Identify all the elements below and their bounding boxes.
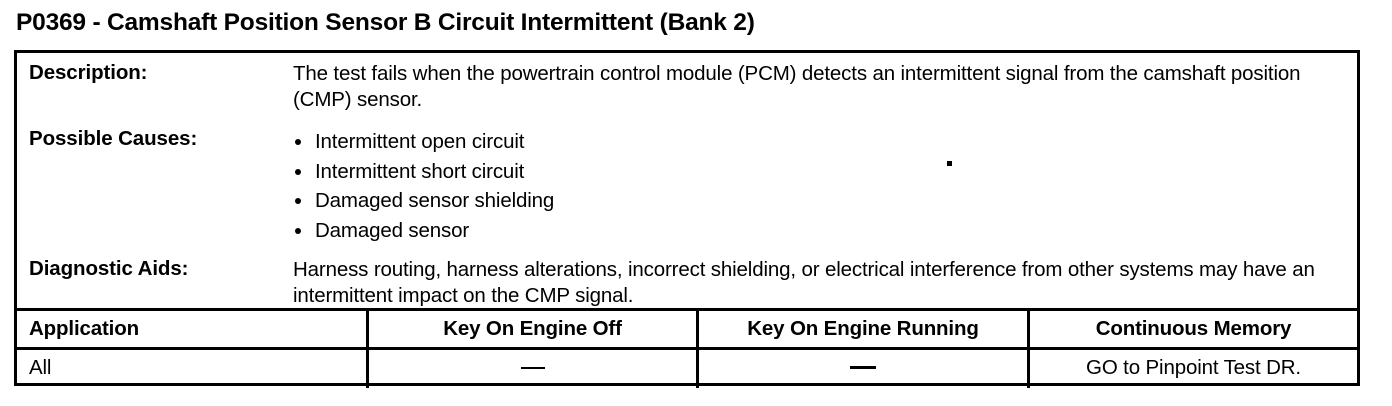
column-divider xyxy=(366,350,369,388)
diagnostic-aids-value: Harness routing, harness alterations, in… xyxy=(293,257,1343,309)
list-item-label: Intermittent open circuit xyxy=(315,130,525,153)
list-item-label: Damaged sensor shielding xyxy=(315,189,555,212)
bullet-icon xyxy=(295,168,301,175)
column-divider xyxy=(1027,350,1030,388)
list-item: Intermittent short circuit xyxy=(293,157,1343,187)
results-grid: Application Key On Engine Off Key On Eng… xyxy=(17,311,1357,388)
list-item-label: Intermittent short circuit xyxy=(315,159,525,183)
column-divider xyxy=(696,350,699,388)
info-block: Description: The test fails when the pow… xyxy=(17,53,1357,308)
cell-application: All xyxy=(29,356,52,379)
em-dash-mark xyxy=(850,366,876,370)
list-item-label: Damaged sensor xyxy=(315,218,470,242)
cell-continuous-memory: GO to Pinpoint Test DR. xyxy=(1086,356,1301,379)
column-divider xyxy=(366,311,369,349)
column-divider xyxy=(696,311,699,349)
column-header-application: Application xyxy=(29,317,139,340)
description-label: Description: xyxy=(29,61,148,84)
table-header-row: Application Key On Engine Off Key On Eng… xyxy=(17,311,1357,349)
section-divider xyxy=(17,308,1357,311)
diagnostic-aids-label: Diagnostic Aids: xyxy=(29,257,189,280)
column-header-key-on-engine-running: Key On Engine Running xyxy=(747,317,979,340)
column-header-key-on-engine-off: Key On Engine Off xyxy=(443,317,622,340)
column-divider xyxy=(1027,311,1030,349)
column-header-continuous-memory: Continuous Memory xyxy=(1095,317,1292,340)
bullet-icon xyxy=(295,139,301,145)
page-title: P0369 - Camshaft Position Sensor B Circu… xyxy=(16,9,755,36)
possible-causes-list: Intermittent open circuit Intermittent s… xyxy=(293,127,1343,245)
dtc-detail-table: Description: The test fails when the pow… xyxy=(14,50,1360,388)
description-value: The test fails when the powertrain contr… xyxy=(293,61,1343,113)
bullet-icon xyxy=(295,198,301,204)
description-text: The test fails when the powertrain contr… xyxy=(293,62,1301,111)
list-item: Damaged sensor shielding xyxy=(293,186,1343,216)
table-row: All GO to Pinpoint Test DR. xyxy=(17,350,1357,388)
header-divider xyxy=(17,347,1357,350)
scan-artifact-speck xyxy=(947,161,952,166)
cell-key-on-engine-running xyxy=(699,350,1027,388)
diagnostic-aids-text: Harness routing, harness alterations, in… xyxy=(293,258,1315,307)
possible-causes-value: Intermittent open circuit Intermittent s… xyxy=(293,127,1343,245)
cell-key-on-engine-off xyxy=(369,350,696,388)
possible-causes-label: Possible Causes: xyxy=(29,127,198,150)
bullet-icon xyxy=(295,227,301,234)
list-item: Damaged sensor xyxy=(293,216,1343,246)
em-dash-mark xyxy=(520,366,545,369)
list-item: Intermittent open circuit xyxy=(293,127,1343,157)
